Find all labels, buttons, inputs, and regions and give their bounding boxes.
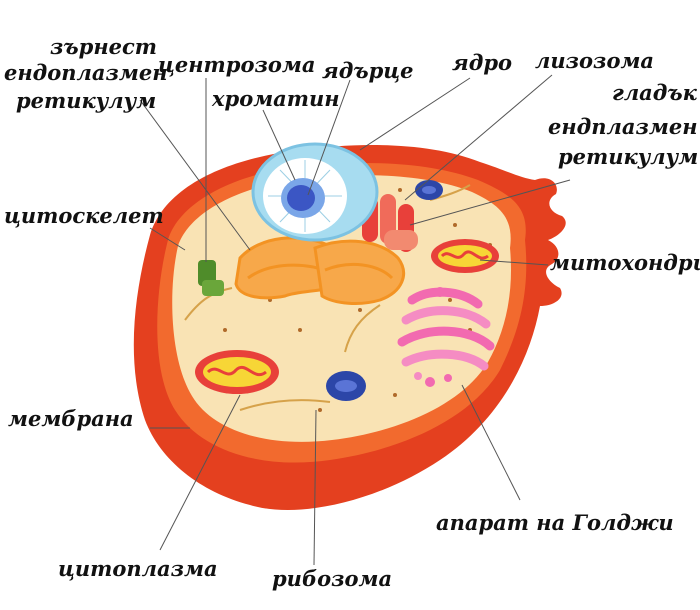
mitochondrion-left bbox=[195, 350, 279, 394]
vesicle-bottom bbox=[326, 371, 366, 401]
label-mitochondria: митохондрия bbox=[550, 250, 700, 275]
label-nucleus: ядро bbox=[452, 50, 513, 75]
label-smooth-er-2: ендплазмен bbox=[548, 114, 698, 139]
golgi-apparatus bbox=[397, 287, 495, 387]
nucleus bbox=[251, 142, 379, 242]
label-ribosome: рибозома bbox=[272, 566, 393, 591]
label-golgi: апарат на Голджи bbox=[436, 510, 674, 535]
smooth-er bbox=[362, 194, 418, 252]
label-rough-er-2: ендоплазмен bbox=[4, 60, 168, 85]
lysosome bbox=[415, 180, 443, 200]
leader-lines bbox=[139, 74, 571, 566]
label-rough-er-3: ретикулум bbox=[16, 88, 157, 113]
label-membrane: мембрана bbox=[8, 406, 134, 431]
label-cytoplasm: цитоплазма bbox=[58, 556, 218, 581]
label-smooth-er-1: гладък bbox=[612, 80, 697, 105]
label-nucleolus: ядърце bbox=[322, 58, 414, 83]
centrosome bbox=[198, 260, 224, 296]
label-cytoskeleton: цитоскелет bbox=[4, 203, 164, 228]
label-centrosome: центрозома bbox=[158, 52, 316, 77]
label-chromatin: хроматин bbox=[212, 86, 340, 111]
label-lysosome: лизозома bbox=[535, 48, 655, 73]
rough-er bbox=[234, 236, 405, 305]
label-rough-er-1: зърнест bbox=[50, 34, 158, 59]
mitochondrion-right bbox=[431, 239, 499, 273]
label-smooth-er-3: ретикулум bbox=[558, 144, 699, 169]
